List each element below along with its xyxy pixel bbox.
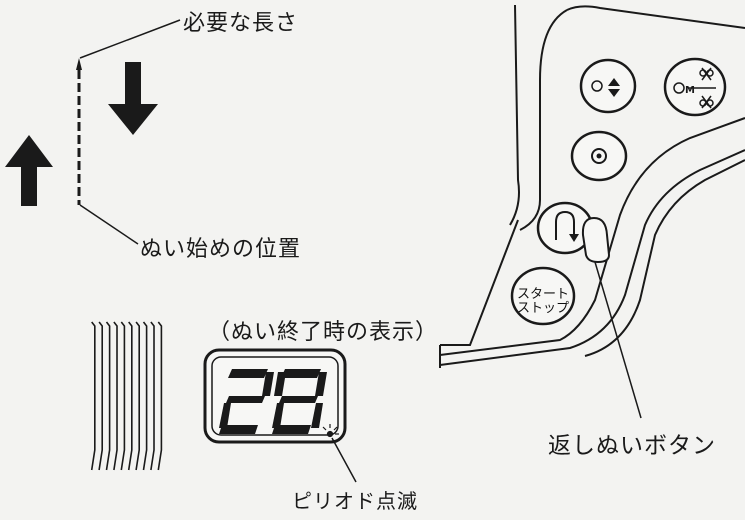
display-at-end-label: （ぬい終了時の表示） — [208, 320, 439, 345]
arrow-up-icon — [5, 135, 53, 206]
needle-position-button[interactable] — [579, 58, 637, 114]
finger-icon — [581, 216, 642, 419]
satin-column — [157, 321, 163, 471]
satin-stitch-sample — [90, 321, 163, 471]
reverse-button-label: 返しぬいボタン — [548, 433, 716, 459]
reverse-stitch-button[interactable] — [536, 201, 642, 419]
stitch-diagram — [76, 19, 181, 245]
machine-panel — [439, 4, 745, 368]
lcd-display — [203, 348, 357, 483]
satin-column — [127, 321, 133, 471]
needle-position-icon — [591, 78, 620, 97]
start-stop-button-label: スタート ストップ — [515, 288, 571, 316]
satin-column — [135, 321, 141, 471]
period-blinking-label: ピリオド点滅 — [292, 489, 418, 513]
satin-column — [90, 321, 96, 471]
satin-column — [142, 321, 148, 471]
arrow-down-icon — [108, 62, 158, 135]
lcd-digit-2 — [219, 369, 274, 434]
reverse-stitch-icon — [555, 210, 579, 242]
start-stop-line1: スタート — [516, 287, 569, 302]
stop-position-button[interactable] — [570, 130, 628, 182]
required-length-label: 必要な長さ — [183, 11, 299, 36]
start-stop-button[interactable] — [510, 266, 576, 326]
satin-column — [105, 321, 111, 471]
thread-cutter-icon — [673, 67, 716, 109]
sewing-start-position-label: ぬい始めの位置 — [140, 237, 302, 262]
satin-column — [113, 321, 118, 471]
satin-column — [150, 321, 155, 471]
satin-column — [120, 321, 126, 471]
stop-position-icon — [591, 148, 607, 164]
satin-column — [98, 321, 104, 471]
start-stop-line2: ストップ — [516, 301, 569, 316]
cutter-m-letter: M — [685, 85, 695, 96]
lcd-digit-8 — [272, 369, 327, 434]
blinking-period-icon — [322, 424, 339, 438]
thread-cutter-button[interactable] — [663, 57, 727, 117]
